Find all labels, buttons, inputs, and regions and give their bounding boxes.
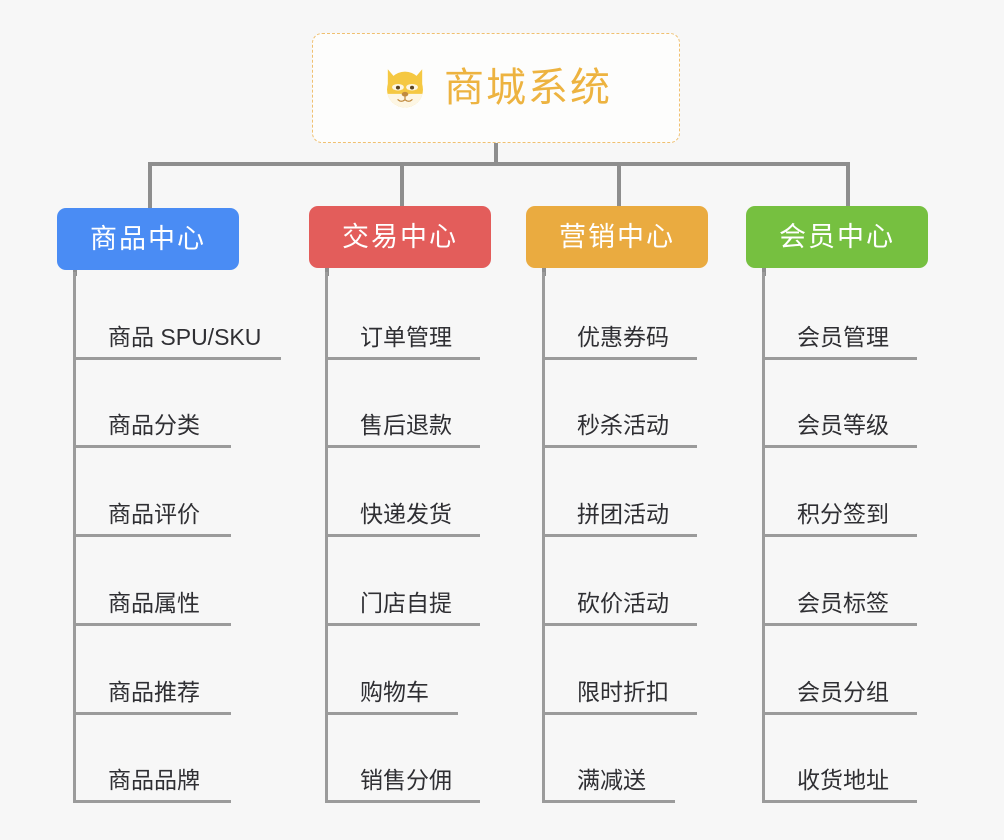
branch-label-3: 会员中心: [779, 221, 895, 252]
leaf-rule: [545, 800, 675, 803]
leaf-label: 门店自提: [360, 590, 452, 617]
connector-drop-2: [400, 162, 404, 210]
leaf-spine-1: [325, 272, 328, 803]
leaf-rule: [328, 534, 480, 537]
leaf-label: 会员管理: [797, 324, 889, 351]
leaf-item[interactable]: 秒杀活动: [545, 360, 697, 448]
leaf-item[interactable]: 满减送: [545, 715, 675, 803]
leaf-label: 优惠券码: [577, 324, 669, 351]
branch-label-0: 商品中心: [90, 223, 206, 254]
leaf-rule: [545, 712, 697, 715]
connector-root-stub: [494, 143, 498, 164]
leaf-item[interactable]: 会员分组: [765, 627, 917, 715]
branch-label-2: 营销中心: [559, 221, 675, 252]
leaf-item[interactable]: 快递发货: [328, 449, 480, 537]
leaf-rule: [76, 800, 231, 803]
branch-label-1: 交易中心: [342, 221, 458, 252]
branch-box-0[interactable]: 商品中心: [57, 208, 239, 270]
leaf-rule: [765, 800, 917, 803]
leaf-item[interactable]: 会员管理: [765, 272, 917, 360]
root-node[interactable]: 商城系统: [312, 33, 680, 143]
leaf-label: 商品品牌: [108, 767, 200, 794]
leaf-rule: [545, 445, 697, 448]
leaf-label: 商品属性: [108, 590, 200, 617]
connector-drop-4: [846, 162, 850, 210]
leaf-label: 满减送: [577, 767, 646, 794]
branch-box-2[interactable]: 营销中心: [526, 206, 708, 268]
leaf-rule: [328, 623, 480, 626]
leaf-spine-2: [542, 272, 545, 803]
branch-box-3[interactable]: 会员中心: [746, 206, 928, 268]
leaf-rule: [76, 623, 231, 626]
leaf-rule: [328, 712, 458, 715]
leaf-label: 限时折扣: [577, 679, 669, 706]
root-title: 商城系统: [444, 66, 612, 110]
leaf-label: 秒杀活动: [577, 412, 669, 439]
leaf-item[interactable]: 优惠券码: [545, 272, 697, 360]
leaf-item[interactable]: 商品推荐: [76, 627, 231, 715]
leaf-label: 快递发货: [360, 501, 452, 528]
leaf-label: 商品 SPU/SKU: [108, 324, 262, 351]
leaf-rule: [76, 445, 231, 448]
leaf-rule: [328, 800, 480, 803]
leaf-label: 订单管理: [360, 324, 452, 351]
leaf-label: 会员等级: [797, 412, 889, 439]
leaf-label: 购物车: [360, 679, 429, 706]
leaf-rule: [545, 357, 697, 360]
leaf-item[interactable]: 限时折扣: [545, 627, 697, 715]
leaf-rule: [76, 357, 281, 360]
leaf-rule: [328, 357, 480, 360]
connector-horizontal-bus: [150, 162, 850, 166]
leaf-rule: [545, 534, 697, 537]
leaf-item[interactable]: 门店自提: [328, 538, 480, 626]
connector-drop-1: [148, 162, 152, 210]
leaf-rule: [765, 534, 917, 537]
leaf-item[interactable]: 销售分佣: [328, 715, 480, 803]
branch-box-1[interactable]: 交易中心: [309, 206, 491, 268]
leaf-label: 商品分类: [108, 412, 200, 439]
leaf-label: 积分签到: [797, 501, 889, 528]
leaf-label: 收货地址: [797, 767, 889, 794]
leaf-item[interactable]: 商品 SPU/SKU: [76, 272, 281, 360]
leaf-rule: [765, 623, 917, 626]
leaf-rule: [76, 534, 231, 537]
leaf-item[interactable]: 商品属性: [76, 538, 231, 626]
leaf-rule: [328, 445, 480, 448]
leaf-label: 会员标签: [797, 590, 889, 617]
leaf-item[interactable]: 积分签到: [765, 449, 917, 537]
leaf-label: 拼团活动: [577, 501, 669, 528]
leaf-item[interactable]: 收货地址: [765, 715, 917, 803]
leaf-rule: [765, 357, 917, 360]
leaf-label: 商品推荐: [108, 679, 200, 706]
leaf-item[interactable]: 商品品牌: [76, 715, 231, 803]
leaf-item[interactable]: 商品评价: [76, 449, 231, 537]
shiba-dog-icon: [387, 69, 423, 110]
leaf-spine-0: [73, 272, 76, 803]
leaf-item[interactable]: 订单管理: [328, 272, 480, 360]
leaf-item[interactable]: 砍价活动: [545, 538, 697, 626]
leaf-label: 售后退款: [360, 412, 452, 439]
leaf-spine-3: [762, 272, 765, 803]
leaf-label: 商品评价: [108, 501, 200, 528]
leaf-item[interactable]: 拼团活动: [545, 449, 697, 537]
leaf-rule: [545, 623, 697, 626]
leaf-item[interactable]: 商品分类: [76, 360, 231, 448]
leaf-label: 砍价活动: [577, 590, 669, 617]
leaf-item[interactable]: 会员等级: [765, 360, 917, 448]
leaf-label: 销售分佣: [360, 767, 452, 794]
leaf-rule: [765, 712, 917, 715]
leaf-item[interactable]: 会员标签: [765, 538, 917, 626]
leaf-rule: [765, 445, 917, 448]
leaf-item[interactable]: 售后退款: [328, 360, 480, 448]
leaf-item[interactable]: 购物车: [328, 627, 458, 715]
leaf-rule: [76, 712, 231, 715]
connector-drop-3: [617, 162, 621, 210]
leaf-label: 会员分组: [797, 679, 889, 706]
